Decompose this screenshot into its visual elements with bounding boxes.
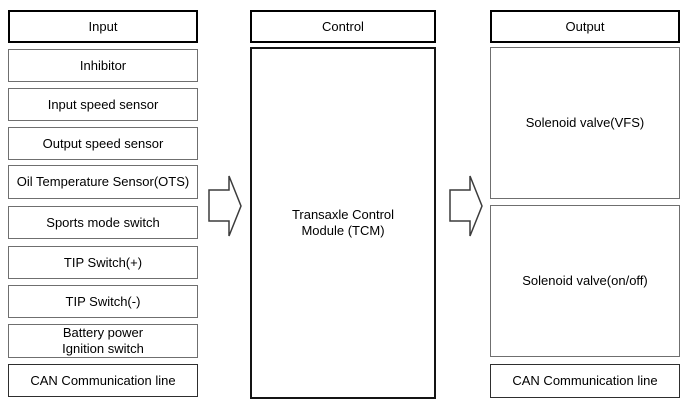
box-label: Sports mode switch [46,214,160,230]
box-label: TIP Switch(+) [63,254,143,270]
tcm-label: Transaxle Control Module (TCM) [291,207,395,238]
box-label: TIP Switch(-) [65,293,141,309]
box-solenoid-vfs: Solenoid valve(VFS) [490,47,680,199]
box-label: Oil Temperature Sensor(OTS) [16,174,190,190]
input-header-box: Input [8,10,198,43]
box-inhibitor: Inhibitor [8,49,198,82]
box-label: CAN Communication line [30,372,176,388]
box-sports-mode-switch: Sports mode switch [8,206,198,239]
box-label: CAN Communication line [512,373,658,389]
arrow-control-to-output-icon [449,175,483,237]
box-tip-switch-plus: TIP Switch(+) [8,246,198,279]
control-header-label: Control [322,18,364,34]
input-header-label: Input [88,18,118,34]
arrow-input-to-control-icon [208,175,242,237]
box-label: Battery power Ignition switch [62,325,144,356]
box-label: Solenoid valve(on/off) [522,273,648,289]
box-oil-temperature-sensor: Oil Temperature Sensor(OTS) [8,165,198,199]
tcm-box: Transaxle Control Module (TCM) [250,47,436,399]
box-label: Solenoid valve(VFS) [525,115,645,131]
box-output-speed-sensor: Output speed sensor [8,127,198,160]
box-input-speed-sensor: Input speed sensor [8,88,198,121]
output-header-label: Output [565,18,605,34]
box-can-line-output: CAN Communication line [490,364,680,398]
box-can-line-input: CAN Communication line [8,364,198,397]
box-battery-ignition: Battery power Ignition switch [8,324,198,358]
box-label: Input speed sensor [47,96,159,112]
control-header-box: Control [250,10,436,43]
box-solenoid-onoff: Solenoid valve(on/off) [490,205,680,357]
box-label: Inhibitor [79,57,127,73]
output-header-box: Output [490,10,680,43]
box-label: Output speed sensor [42,135,164,151]
box-tip-switch-minus: TIP Switch(-) [8,285,198,318]
